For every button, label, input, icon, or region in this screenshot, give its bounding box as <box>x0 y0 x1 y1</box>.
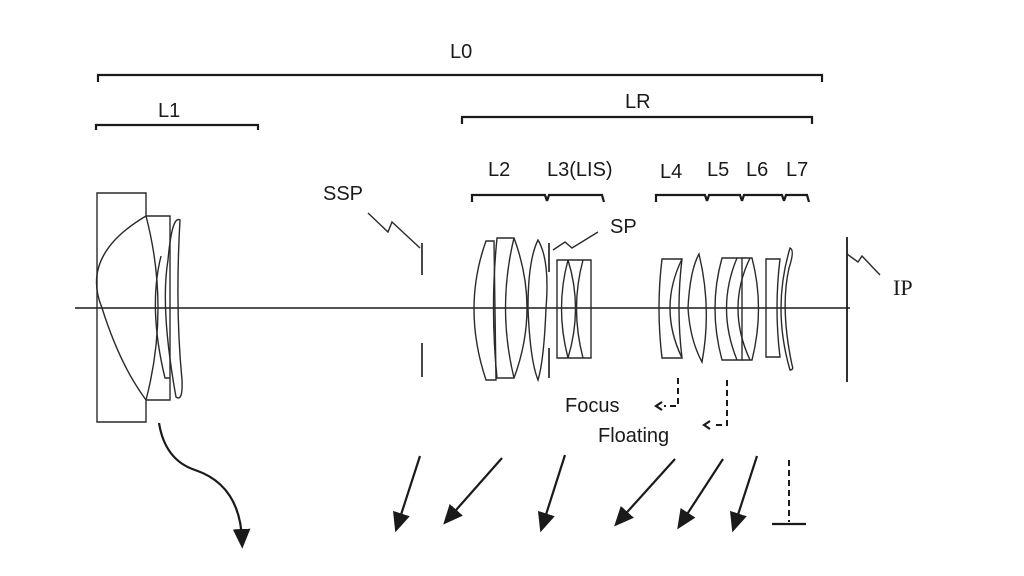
lens-group-l3 <box>556 259 592 359</box>
lens-group-l1 <box>95 192 183 423</box>
label-l1: L1 <box>158 100 180 122</box>
svg-text:Floating: Floating <box>598 425 669 447</box>
svg-text:IP: IP <box>893 275 913 300</box>
bracket-l3 <box>545 193 606 203</box>
sub-stop-ssp: SSP <box>323 183 423 377</box>
label-l5: L5 <box>707 159 729 181</box>
arrow-l2 <box>393 455 422 533</box>
bracket-l6 <box>740 193 786 202</box>
lens-group-l4 <box>658 252 708 365</box>
stop-sp: SP <box>552 216 637 251</box>
svg-text:SP: SP <box>610 216 637 238</box>
image-plane-ip: IP <box>846 237 913 382</box>
bracket-l7 <box>782 193 811 203</box>
bracket-l1 <box>94 123 260 130</box>
arrow-l2b <box>443 457 503 525</box>
label-l2: L2 <box>488 159 510 181</box>
arrow-l5 <box>677 458 724 530</box>
focus-indicator: Focus <box>565 378 679 417</box>
label-l4: L4 <box>660 161 682 183</box>
label-l3: L3(LIS) <box>547 159 613 181</box>
floating-indicator: Floating <box>598 380 728 447</box>
arrow-l4 <box>614 458 676 527</box>
lens-group-l5 <box>714 257 760 361</box>
label-l6: L6 <box>746 159 768 181</box>
bracket-l5 <box>705 193 744 202</box>
label-l7: L7 <box>786 159 808 181</box>
bracket-l4 <box>654 193 709 202</box>
bracket-l0 <box>96 73 824 82</box>
arrow-l6 <box>730 455 759 533</box>
label-lr: LR <box>625 91 651 113</box>
bracket-lr <box>460 115 814 124</box>
fixed-indicator-l7 <box>772 460 806 526</box>
svg-text:Focus: Focus <box>565 395 619 417</box>
arrow-l3 <box>537 454 567 533</box>
svg-text:SSP: SSP <box>323 183 363 205</box>
bracket-l2 <box>470 193 549 202</box>
lens-group-l2 <box>473 237 550 383</box>
arrow-l1-curved <box>157 422 251 549</box>
lens-group-l6 <box>765 247 794 371</box>
label-l0: L0 <box>450 41 472 63</box>
